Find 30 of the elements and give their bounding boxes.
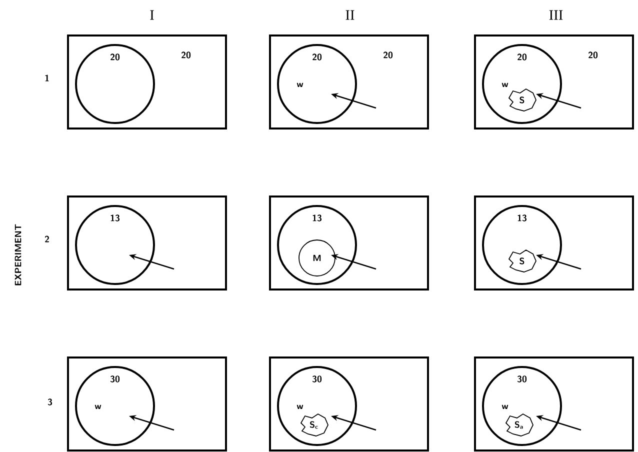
water-label: w: [296, 404, 304, 410]
temperature-label: 30: [312, 376, 322, 382]
temperature-label: 20: [110, 54, 120, 60]
tank-rectangle: [269, 196, 429, 290]
water-label: w: [94, 404, 102, 410]
tank-rectangle: [474, 356, 634, 452]
row-number: 1: [45, 74, 49, 82]
tank-rectangle: [474, 196, 634, 290]
column-numeral: I: [150, 10, 154, 20]
temperature-label: 20: [517, 54, 527, 60]
temperature-label: 20: [383, 52, 393, 58]
temperature-label: 13: [518, 214, 527, 222]
tank-rectangle: [67, 196, 227, 290]
temperature-label: 13: [312, 214, 322, 222]
row-number: 2: [44, 236, 49, 242]
column-numeral: III: [549, 10, 563, 20]
water-label: w: [502, 404, 508, 410]
tank-rectangle: [67, 356, 227, 452]
axis-title: EXPERIMENT: [14, 224, 22, 286]
temperature-label: 13: [110, 214, 120, 222]
water-label: w: [502, 82, 508, 88]
row-number: 3: [48, 398, 52, 406]
temperature-label: 30: [110, 376, 120, 382]
column-numeral: II: [346, 10, 354, 20]
tank-rectangle: [269, 356, 429, 452]
water-label: w: [296, 82, 304, 88]
temperature-label: 20: [312, 54, 322, 60]
temperature-label: 20: [181, 52, 191, 58]
temperature-label: 30: [517, 376, 527, 382]
temperature-label: 20: [588, 52, 598, 58]
